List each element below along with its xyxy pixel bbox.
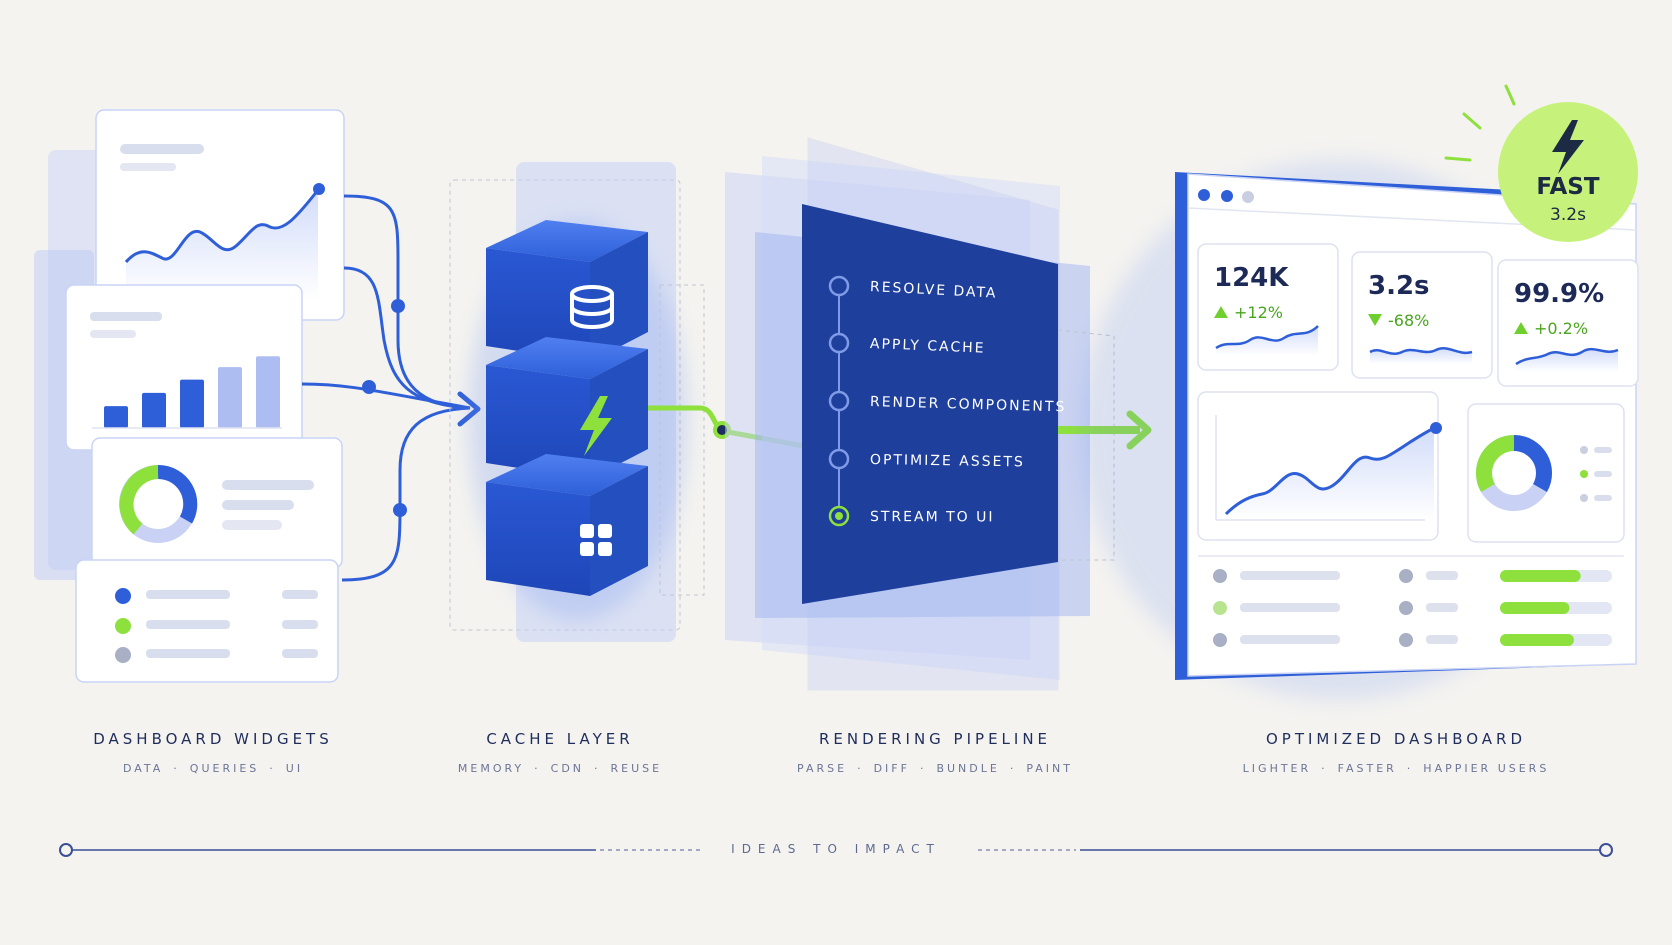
pipeline-step-label: RESOLVE DATA — [870, 279, 998, 302]
fast-badge: FAST 3.2s — [1444, 84, 1638, 242]
progress-fill — [1500, 602, 1570, 614]
table-row — [1213, 569, 1612, 583]
cache-cube-database — [486, 220, 648, 362]
window-dot-icon — [1198, 189, 1210, 201]
sparkline — [1369, 347, 1473, 355]
stage-label-pipeline: RENDERING PIPELINE PARSE·DIFF·BUNDLE·PAI… — [735, 730, 1135, 775]
table-row — [1213, 633, 1612, 647]
metric-value: 99.9% — [1514, 279, 1604, 309]
stage-subtitle: DATA·QUERIES·UI — [122, 762, 304, 775]
step-marker — [828, 448, 850, 470]
donut-segment-green — [119, 465, 159, 535]
metric-cards: 124K +12% 3.2s -68% 99.9% +0.2% — [1197, 243, 1639, 387]
arrow-up-icon — [1214, 306, 1228, 318]
widget-bar — [180, 379, 204, 428]
step-marker — [828, 275, 850, 297]
stage-label-cache: CACHE LAYER MEMORY·CDN·REUSE — [360, 730, 760, 775]
window-dot-icon — [1221, 190, 1233, 202]
pipeline-step-label: STREAM TO UI — [870, 509, 995, 525]
stage-title: CACHE LAYER — [486, 730, 634, 748]
stage-title: RENDERING PIPELINE — [818, 730, 1052, 748]
grid-icon — [580, 524, 612, 556]
rendering-pipeline-stack: RESOLVE DATA APPLY CACHE RENDER COMPONENTS… — [725, 137, 1115, 691]
timeline-label: IDEAS TO IMPACT — [731, 842, 941, 856]
lightning-icon — [580, 396, 612, 456]
stage-subtitle: PARSE·DIFF·BUNDLE·PAINT — [797, 762, 1073, 775]
widget-bar — [218, 367, 242, 428]
donut-segment-blue — [157, 464, 198, 524]
metric-card: 3.2s -68% — [1351, 251, 1493, 379]
pipeline-panel — [802, 204, 1058, 604]
donut-widget — [91, 437, 343, 569]
metric-delta: +0.2% — [1534, 319, 1588, 338]
metric-delta: -68% — [1388, 311, 1429, 330]
metric-value: 124K — [1214, 263, 1289, 293]
widget-bar — [104, 406, 128, 428]
step-marker — [828, 390, 850, 412]
metric-card: 99.9% +0.2% — [1497, 259, 1639, 387]
widget-bar — [256, 356, 280, 428]
stage-title: OPTIMIZED DASHBOARD — [1265, 730, 1527, 748]
lightning-icon — [1552, 120, 1584, 174]
progress-fill — [1500, 570, 1581, 582]
bar-series — [104, 356, 280, 428]
stage-label-widgets: DASHBOARD WIDGETS DATA·QUERIES·UI — [13, 730, 413, 775]
badge-label: FAST — [1536, 174, 1599, 200]
pipeline-step-label: OPTIMIZE ASSETS — [870, 452, 1025, 470]
stage-subtitle: MEMORY·CDN·REUSE — [457, 762, 663, 775]
arrow-up-icon — [1514, 322, 1528, 334]
table-row — [1213, 601, 1612, 615]
timeline — [59, 843, 1613, 857]
line-chart-widget — [95, 109, 345, 321]
pipeline-step-label: RENDER COMPONENTS — [870, 394, 1067, 415]
dashboard-widgets-stack — [34, 109, 345, 683]
trend-chart-card — [1197, 391, 1442, 541]
list-widget — [75, 559, 339, 683]
share-donut-card — [1467, 403, 1625, 543]
bar-chart-widget — [65, 284, 303, 451]
arrow-down-icon — [1368, 314, 1382, 326]
sparkline — [1515, 347, 1619, 366]
status-table — [1198, 555, 1624, 647]
step-marker-active — [835, 512, 843, 520]
cache-layer-stack — [449, 162, 705, 642]
status-rows — [1213, 569, 1612, 647]
database-icon — [570, 285, 614, 329]
stage-subtitle: LIGHTER·FASTER·HAPPIER USERS — [1242, 762, 1550, 775]
cache-cube-lightning — [486, 337, 648, 479]
progress-fill — [1500, 634, 1574, 646]
pipeline-step-label: APPLY CACHE — [870, 336, 986, 357]
cache-cube-grid — [486, 454, 648, 596]
pipeline-steps: RESOLVE DATA APPLY CACHE RENDER COMPONENTS… — [828, 275, 1067, 527]
metric-value: 3.2s — [1368, 271, 1430, 301]
step-marker — [828, 332, 850, 354]
stage-label-dashboard: OPTIMIZED DASHBOARD LIGHTER·FASTER·HAPPI… — [1196, 730, 1596, 775]
stage-title: DASHBOARD WIDGETS — [93, 730, 333, 748]
widget-bar — [142, 392, 166, 428]
widget-connectors — [301, 194, 481, 582]
window-dot-icon — [1242, 191, 1254, 203]
optimized-dashboard: 124K +12% 3.2s -68% 99.9% +0.2% — [1080, 84, 1639, 700]
badge-value: 3.2s — [1550, 205, 1586, 225]
metric-delta: +12% — [1234, 303, 1283, 322]
metric-card: 124K +12% — [1197, 243, 1339, 371]
sparkline — [1215, 325, 1319, 350]
chart-endpoint-dot — [313, 183, 325, 195]
